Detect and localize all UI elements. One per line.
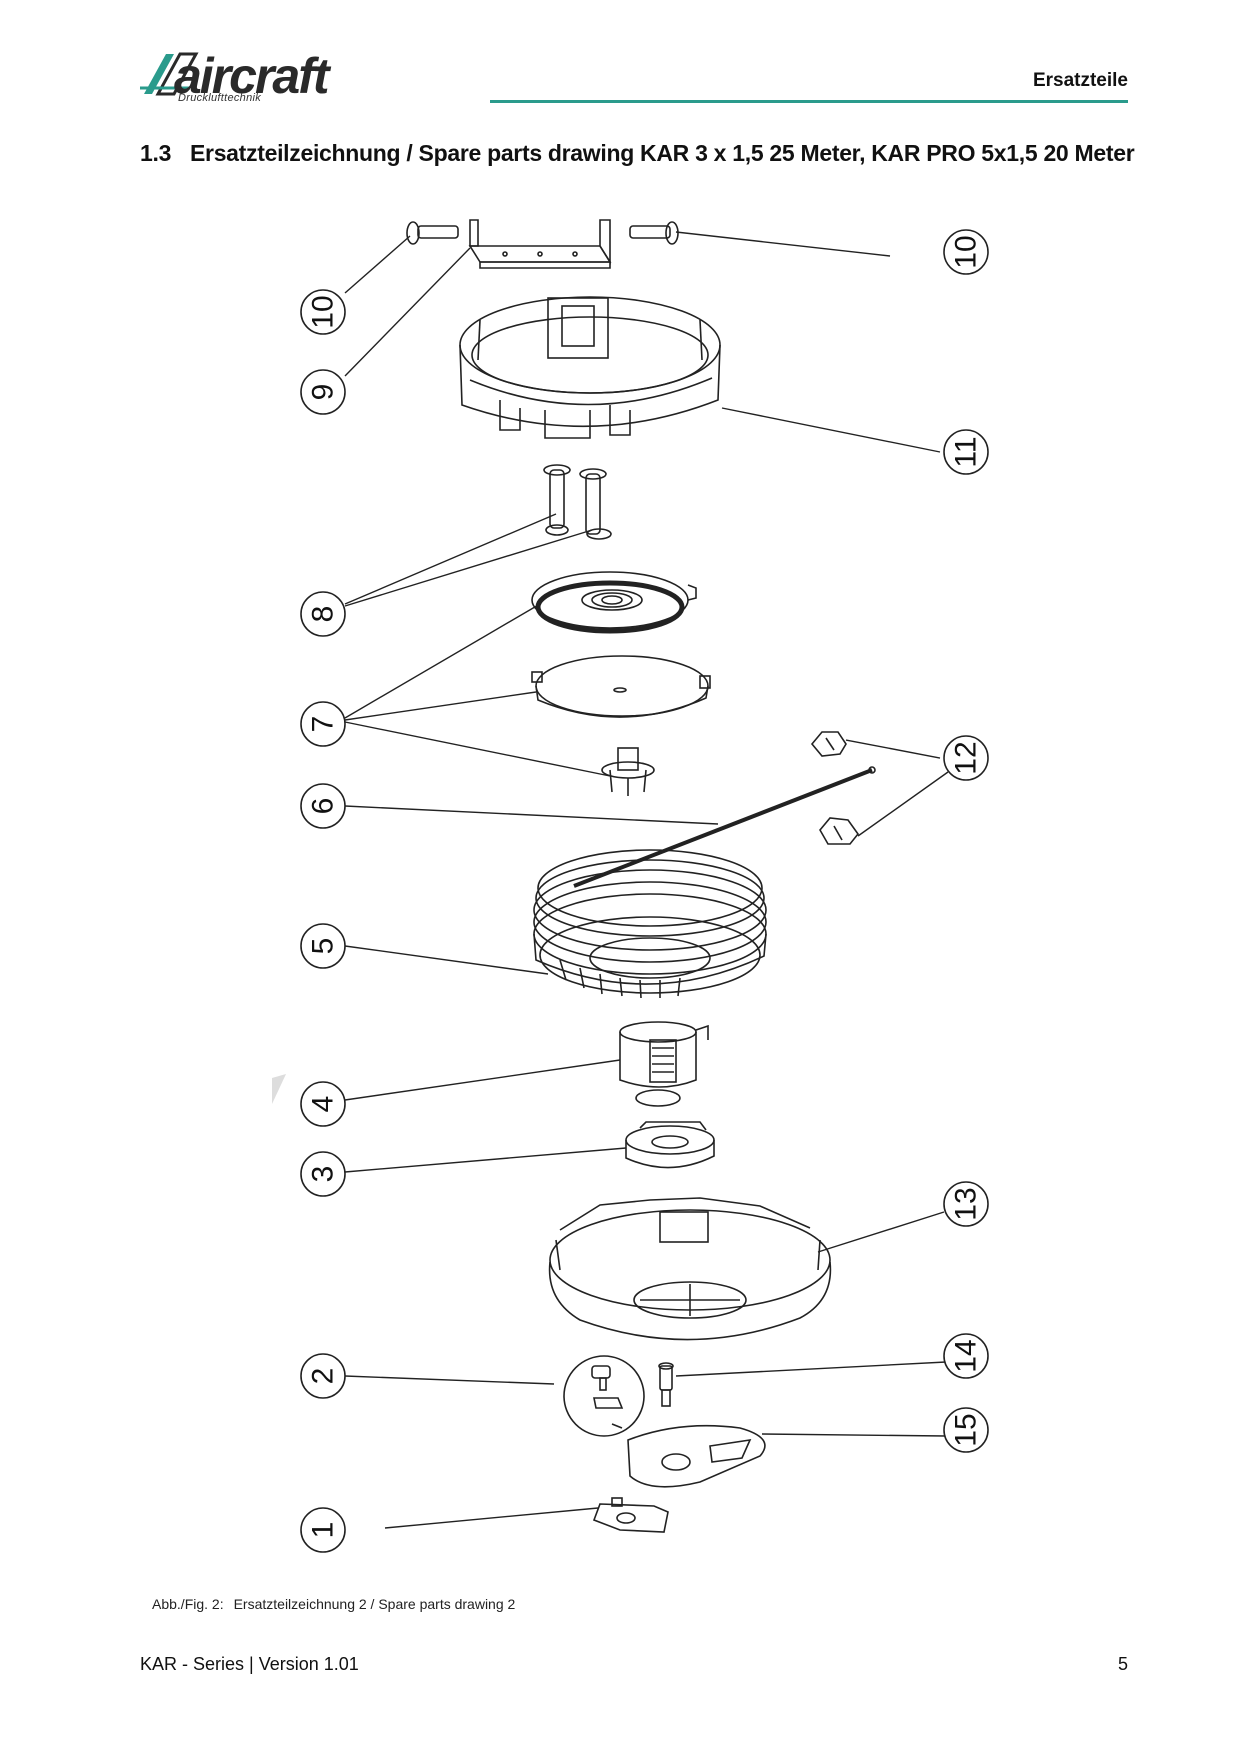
part-swivel-hub	[619, 1021, 709, 1107]
callout-number: 10	[950, 235, 983, 268]
callout-number: 14	[950, 1339, 983, 1372]
callout-number: 8	[307, 606, 340, 623]
part-lock-detail	[563, 1355, 645, 1437]
part-bracket	[468, 219, 612, 269]
callout-number: 6	[307, 798, 340, 815]
header-section-title: Ersatzteile	[1032, 70, 1128, 91]
callout-number: 11	[950, 436, 983, 467]
callout-number: 13	[950, 1187, 983, 1220]
part-upper-housing	[459, 296, 721, 439]
part-foot	[592, 1497, 669, 1533]
callout-5: 5	[300, 923, 346, 969]
part-clip-upper	[810, 731, 847, 757]
callout-9: 9	[300, 369, 346, 415]
callout-1: 1	[300, 1507, 346, 1553]
brand-tagline: Drucklufttechnik	[178, 92, 262, 104]
callout-2: 2	[300, 1353, 346, 1399]
section-title-text: Ersatzteilzeichnung / Spare parts drawin…	[190, 140, 1135, 166]
brand-name: aircraft	[174, 48, 330, 104]
callout-3: 3	[300, 1151, 346, 1197]
callout-7: 7	[300, 701, 346, 747]
footer-series-version: KAR - Series | Version 1.01	[140, 1654, 359, 1674]
callout-14: 14	[943, 1333, 989, 1379]
callout-12: 12	[943, 735, 989, 781]
callout-number: 1	[307, 1522, 340, 1539]
callout-number: 15	[950, 1413, 983, 1446]
callout-10-left: 10	[300, 289, 346, 335]
figure-caption-label: Abb./Fig. 2:	[152, 1596, 224, 1612]
callout-number: 5	[307, 938, 340, 955]
part-bearing-disc	[625, 1121, 715, 1169]
callout-number: 10	[307, 295, 340, 328]
part-spring-cassette	[531, 571, 697, 634]
part-spring-cover	[531, 655, 711, 718]
part-axle-rod	[573, 766, 876, 888]
callout-number: 12	[950, 741, 983, 774]
callout-13: 13	[943, 1181, 989, 1227]
aircraft-logo: aircraft Drucklufttechnik	[140, 46, 380, 108]
part-pins	[543, 464, 612, 540]
part-clip-lower	[819, 817, 860, 845]
figure-caption: Abb./Fig. 2: Ersatzteilzeichnung 2 / Spar…	[152, 1596, 515, 1612]
callout-number: 9	[307, 384, 340, 401]
part-lower-housing	[548, 1197, 832, 1341]
leader-lines	[344, 231, 949, 1529]
section-heading: 1.3 Ersatzteilzeichnung / Spare parts dra…	[140, 140, 1135, 167]
figure-caption-text: Ersatzteilzeichnung 2 / Spare parts draw…	[233, 1596, 516, 1612]
callout-15: 15	[943, 1407, 989, 1453]
section-number: 1.3	[140, 140, 172, 166]
callout-number: 2	[307, 1368, 340, 1385]
callout-number: 7	[307, 716, 340, 733]
part-hose-drum	[533, 849, 767, 999]
callout-number: 4	[307, 1096, 340, 1113]
logo-mark-icon	[140, 52, 199, 96]
page-number: 5	[1117, 1654, 1128, 1674]
callout-4: 4	[300, 1081, 346, 1127]
part-spring-hub	[601, 747, 655, 796]
part-valve	[658, 1362, 674, 1407]
callout-10-right: 10	[943, 229, 989, 275]
callout-number: 3	[307, 1166, 340, 1183]
part-bottom-plate	[627, 1424, 766, 1488]
part-bolt-right	[629, 221, 679, 245]
callout-6: 6	[300, 783, 346, 829]
part-bolt-left	[406, 221, 459, 245]
callout-8: 8	[300, 591, 346, 637]
callout-11: 11	[943, 429, 989, 475]
header-divider	[490, 100, 1128, 103]
